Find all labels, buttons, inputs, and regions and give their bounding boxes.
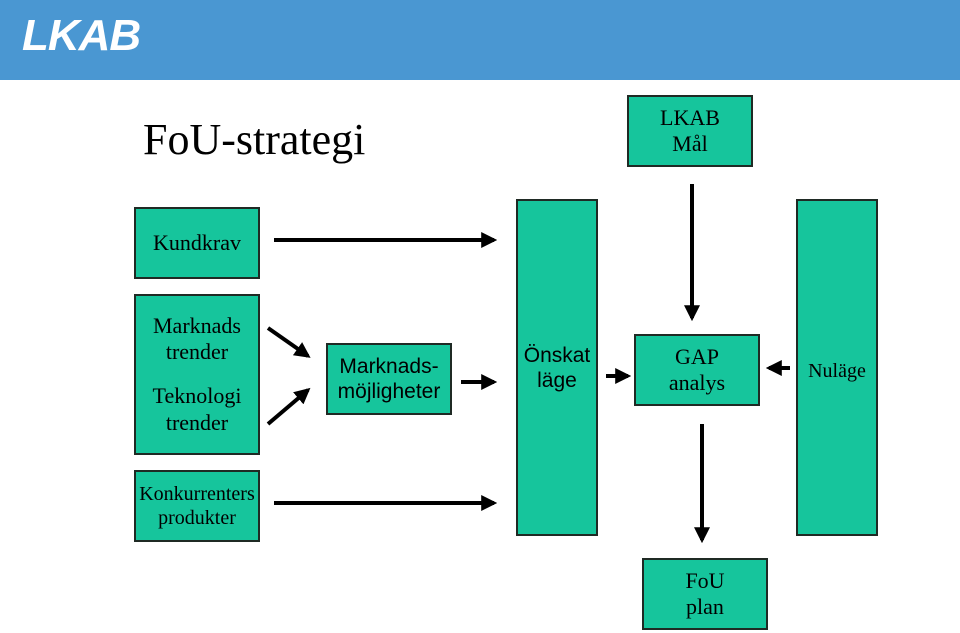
node-onskat-lage: Önskat läge <box>516 199 598 536</box>
header-bar: LKAB <box>0 0 960 80</box>
node-gap-analys-label: GAP analys <box>668 343 726 395</box>
node-kundkrav: Kundkrav <box>134 207 260 279</box>
node-konkurrenters-produkter-label: Konkurrenters produkter <box>139 483 255 529</box>
node-nulage-label: Nuläge <box>808 360 866 382</box>
node-onskat-lage-label: Önskat läge <box>523 344 591 393</box>
node-kundkrav-label: Kundkrav <box>153 229 241 255</box>
lkab-logo: LKAB <box>22 11 141 60</box>
node-marknadsmojligheter-label: Marknads- möjligheter <box>337 354 441 403</box>
node-gap-analys: GAP analys <box>634 334 760 406</box>
node-konkurrenters-produkter: Konkurrenters produkter <box>134 470 260 542</box>
node-fou-plan: FoU plan <box>642 558 768 630</box>
arrow-marknads-trender-to-mojligheter <box>266 326 311 358</box>
node-trender-group: Marknads trender Teknologi trender <box>134 294 260 455</box>
arrow-teknologi-trender-to-mojligheter <box>266 387 311 426</box>
node-lkab-mal-label: LKAB Mål <box>660 104 720 156</box>
node-marknads-trender-label: Marknads trender <box>153 312 241 365</box>
node-teknologi-trender-label: Teknologi trender <box>152 383 242 435</box>
node-fou-plan-label: FoU plan <box>685 567 725 619</box>
node-lkab-mal: LKAB Mål <box>627 95 753 167</box>
page-title: FoU-strategi <box>143 115 366 164</box>
node-marknadsmojligheter: Marknads- möjligheter <box>326 343 452 415</box>
node-nulage: Nuläge <box>796 199 878 536</box>
